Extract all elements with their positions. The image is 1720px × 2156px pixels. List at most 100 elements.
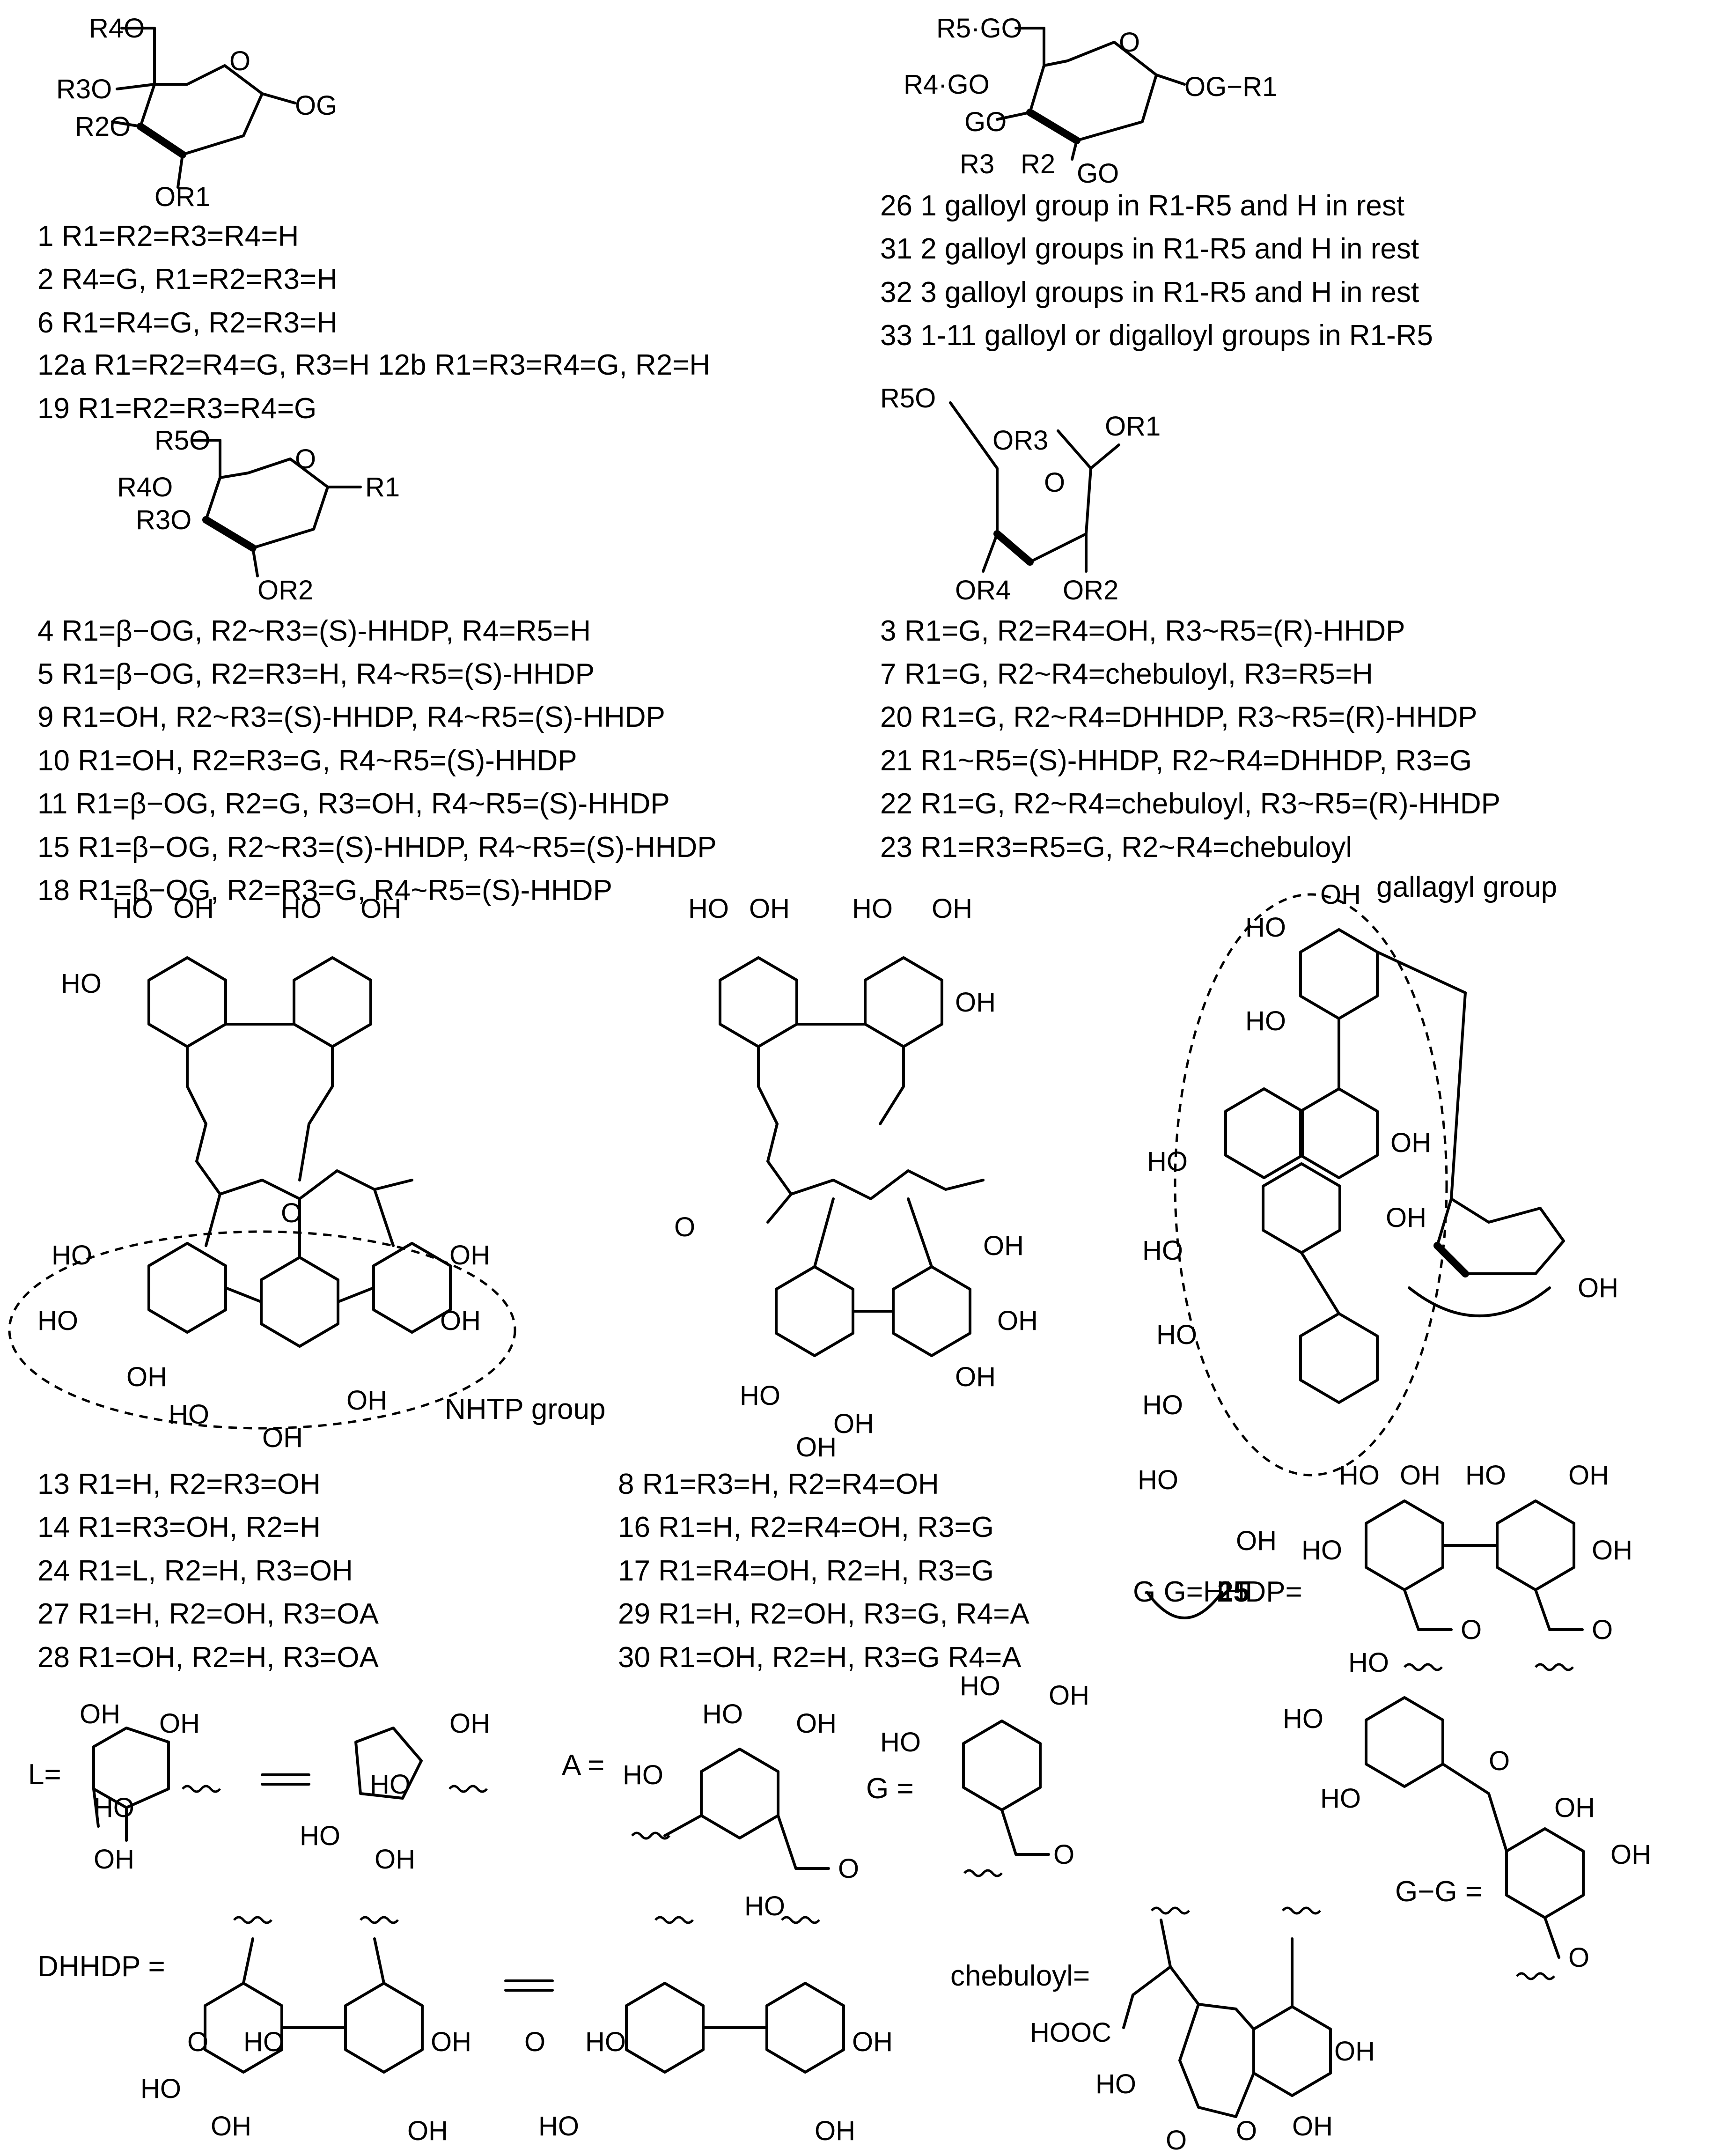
label-ho: HO [1339, 1460, 1380, 1491]
entry-32: 32 3 galloyl groups in R1-R5 and H in re… [880, 276, 1419, 309]
pyranose-ring-a [111, 27, 296, 189]
label-ho: HO [1142, 1390, 1183, 1420]
label-oh: OH [262, 1423, 303, 1453]
fragment-r4o: R4O [89, 13, 145, 44]
entry-24: 24 R1=L, R2=H, R3=OH [37, 1555, 353, 1587]
structure-group-d: R5O OR3 OR1 O OR4 OR2 3 R1=G, R2=R4=OH, … [880, 383, 1500, 864]
dhhdp-definition: DHHDP = O HO HO OH OH OH O HO HO OH OH [37, 1917, 893, 2146]
label-oh: OH [749, 893, 790, 924]
label-ho: HO [1320, 1783, 1361, 1814]
label-oh: OH [346, 1385, 387, 1416]
label-oh: OH [1554, 1793, 1595, 1823]
label-oh: OH [796, 1432, 837, 1462]
structure-group-f: HO OH HO OH OH O OH OH OH HO OH OH 8 R1=… [618, 893, 1038, 1674]
g-label: G = [866, 1772, 914, 1805]
label-oh: OH [1386, 1203, 1426, 1233]
entry-27: 27 R1=H, R2=OH, R3=OA [37, 1598, 379, 1630]
structure-group-b: R5·GO R4·GO GO GO R3 R2 O OG−R1 26 1 gal… [880, 13, 1433, 352]
entry-14: 14 R1=R3=OH, R2=H [37, 1511, 321, 1543]
l-definition: L= OH OH HO OH OH HO HO OH [28, 1699, 490, 1875]
chebuloyl-label: chebuloyl= [950, 1960, 1090, 1992]
dhhdp-label: DHHDP = [37, 1950, 165, 1983]
entry-18: 18 R1=β−OG, R2=R3=G, R4~R5=(S)-HHDP [37, 874, 612, 907]
fragment-or3-d: OR3 [992, 425, 1048, 456]
label-ho: HO [1245, 1006, 1286, 1036]
entry-19: 19 R1=R2=R3=R4=G [37, 392, 316, 425]
label-ho: HO [61, 968, 102, 999]
label-o: O [1592, 1615, 1613, 1645]
label-ho: HO [1465, 1460, 1506, 1491]
fragment-r5go: R5·GO [936, 13, 1022, 44]
pyranose-ring-b [996, 27, 1186, 161]
label-oh: OH [1236, 1526, 1277, 1556]
entry-21: 21 R1~R5=(S)-HHDP, R2~R4=DHHDP, R3=G [880, 745, 1472, 777]
structure-group-c: R5O R4O R3O O R1 OR2 4 R1=β−OG, R2~R3=(S… [37, 425, 717, 907]
label-ho: HO [1283, 1704, 1323, 1734]
label-oh: OH [955, 1362, 996, 1392]
label-ho: HO [300, 1821, 340, 1851]
label-ho: HO [688, 893, 729, 924]
entry-23: 23 R1=R3=R5=G, R2~R4=chebuloyl [880, 831, 1352, 864]
ring-oxygen: O [229, 46, 250, 76]
fragment-r2: R2 [1021, 149, 1055, 179]
entry-13: 13 R1=H, R2=R3=OH [37, 1468, 321, 1500]
label-o: O [1489, 1746, 1510, 1776]
gallagyl-core [1226, 930, 1467, 1403]
label-ho: HO [623, 1760, 663, 1790]
entry-7: 7 R1=G, R2~R4=chebuloyl, R3=R5=H [880, 658, 1373, 690]
label-o: O [1236, 2116, 1257, 2146]
label-ho: HO [852, 893, 893, 924]
label-o: O [674, 1212, 695, 1242]
gg-definition: G−G = HO HO HO O OH OH O [1283, 1647, 1651, 1979]
entry-29: 29 R1=H, R2=OH, R3=G, R4=A [618, 1598, 1029, 1630]
pyranose-ring-c [191, 439, 362, 577]
label-oh: OH [1400, 1460, 1441, 1491]
label-o: O [187, 2027, 208, 2057]
label-ho: HO [702, 1699, 743, 1729]
fragment-og-r1: OG−R1 [1184, 72, 1277, 102]
label-ho: HO [1147, 1146, 1188, 1177]
label-ho: HO [1095, 2069, 1136, 2099]
l-label: L= [28, 1758, 61, 1791]
label-ho: HO [880, 1727, 921, 1757]
label-oh: OH [1610, 1839, 1651, 1870]
label-ho: HO [960, 1671, 1000, 1701]
label-ho: HO [51, 1240, 92, 1270]
label-oh: OH [173, 893, 214, 924]
label-oh: OH [449, 1708, 490, 1739]
label-oh: OH [1578, 1273, 1618, 1303]
furanose-ring-d [949, 401, 1120, 573]
label-oh: OH [211, 2111, 251, 2141]
label-oh: OH [94, 1844, 134, 1875]
label-oh: OH [815, 2116, 855, 2146]
entry-30: 30 R1=OH, R2=H, R3=G R4=A [618, 1641, 1022, 1674]
label-oh: OH [1390, 1128, 1431, 1158]
label-oh: OH [440, 1306, 481, 1336]
label-oh: OH [431, 2027, 471, 2057]
label-ho: HO [1348, 1647, 1389, 1678]
label-oh: OH [1568, 1460, 1609, 1491]
fragment-r3o-c: R3O [136, 505, 191, 535]
label-ho: HO [37, 1306, 78, 1336]
label-oh: OH [997, 1306, 1038, 1336]
label-o: O [524, 2027, 545, 2057]
sugar-chain-f [766, 1122, 985, 1224]
label-ho: HO [1138, 1465, 1178, 1495]
fragment-or1-d: OR1 [1105, 411, 1161, 442]
label-ho: HO [744, 1891, 785, 1921]
label-oh: OH [852, 2027, 893, 2057]
fragment-go-2: GO [1077, 158, 1119, 189]
fragment-r5o-c: R5O [154, 425, 210, 456]
compound-25: gallagyl group OH HO HO HO HO HO HO HO O… [1138, 871, 1618, 1608]
label-oh: OH [796, 1708, 837, 1739]
label-ho: HO [740, 1381, 780, 1411]
entry-4: 4 R1=β−OG, R2~R3=(S)-HHDP, R4=R5=H [37, 615, 591, 647]
label-oh: OH [80, 1699, 120, 1729]
label-ho: HO [1142, 1235, 1183, 1266]
entry-6: 6 R1=R4=G, R2=R3=H [37, 307, 338, 339]
gallagyl-dashed-outline [1174, 893, 1448, 1477]
fragment-go-3: GO [964, 107, 1007, 137]
label-oh: OH [449, 1240, 490, 1270]
label-oh: OH [126, 1362, 167, 1392]
entry-1: 1 R1=R2=R3=R4=H [37, 220, 299, 252]
